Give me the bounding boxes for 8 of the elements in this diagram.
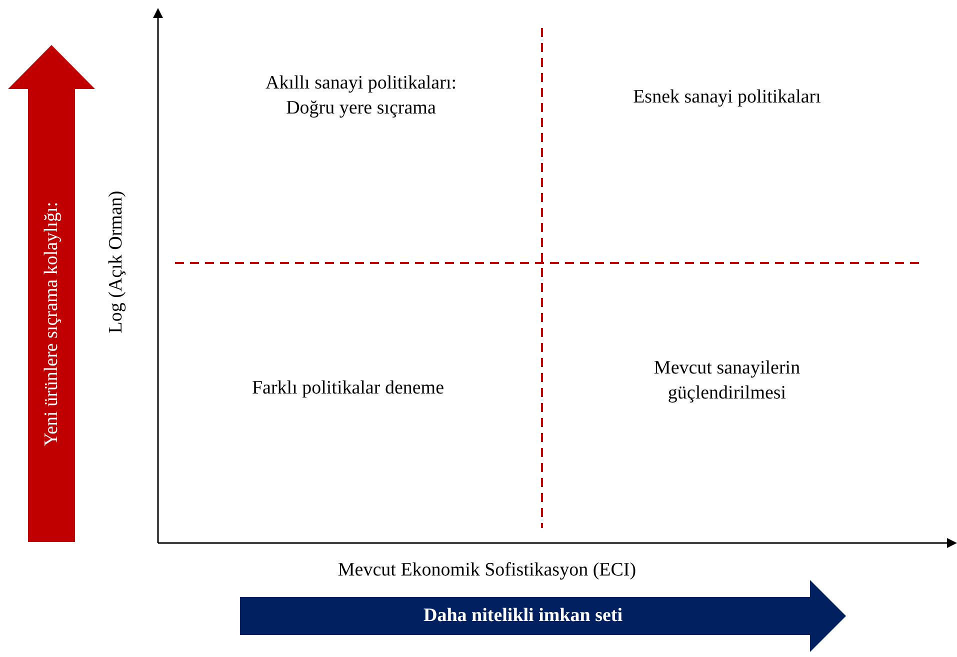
quadrant-label: Mevcut sanayilerin güçlendirilmesi xyxy=(652,356,802,405)
arrow-label: Daha nitelikli imkan seti xyxy=(424,605,622,627)
quadrant-label: Esnek sanayi politikaları xyxy=(632,86,822,110)
axis-label: Log (Açık Orman) xyxy=(104,190,128,334)
quadrant-label: Akıllı sanayi politikaları: Doğru yere sıçrama xyxy=(264,71,458,120)
axis-label: Mevcut Ekonomik Sofistikasyon (ECI) xyxy=(338,558,636,583)
quadrant-label: Farklı politikalar deneme xyxy=(250,376,446,401)
arrow-label: Yeni ürünlere sıçrama kolaylığı: xyxy=(40,201,62,446)
